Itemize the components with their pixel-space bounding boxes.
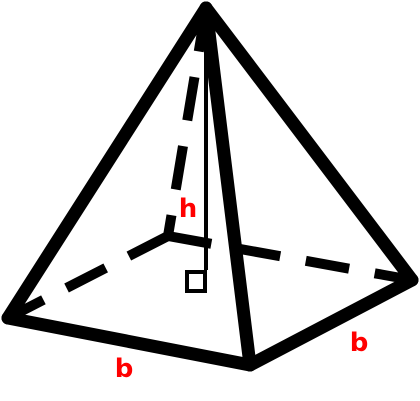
right-lateral-edge: [199, 1, 419, 287]
right-angle-marker: [185, 270, 207, 293]
hidden-back-right-base-edge: [167, 231, 413, 285]
base-front-label: b: [115, 354, 134, 384]
left-lateral-edge: [1, 1, 213, 325]
height-label: h: [179, 194, 198, 224]
hidden-back-lateral-edge: [163, 7, 211, 237]
hidden-back-left-base-edge: [5, 231, 171, 323]
front-lateral-edge: [199, 1, 257, 372]
base-right-label: b: [350, 328, 369, 358]
front-right-base-edge: [243, 273, 419, 372]
front-left-base-edge: [1, 311, 257, 372]
